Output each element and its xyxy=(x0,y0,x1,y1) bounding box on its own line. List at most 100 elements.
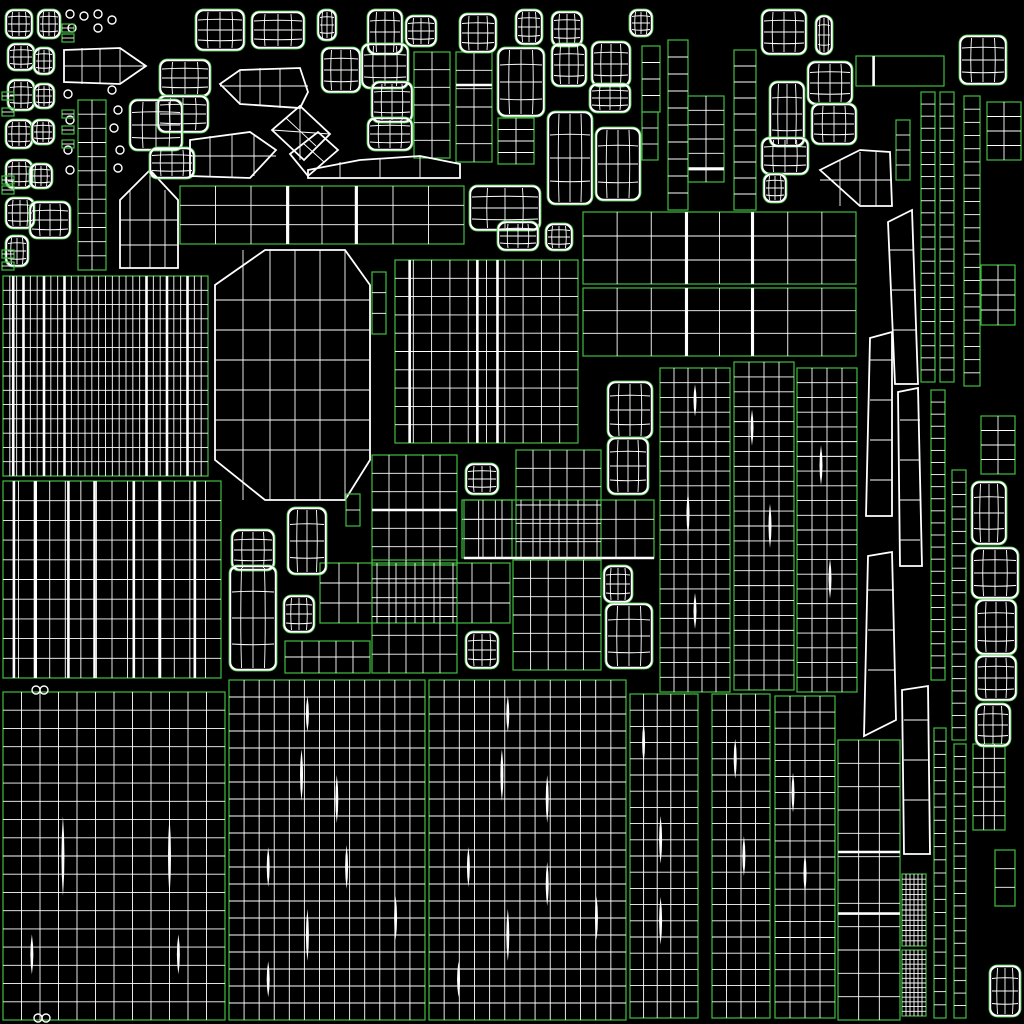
uv-edge xyxy=(161,86,209,89)
uv-island-outline xyxy=(546,110,594,206)
uv-island-outline xyxy=(974,598,1018,656)
uv-island-dot xyxy=(65,9,75,19)
uv-island xyxy=(61,109,75,119)
uv-seam xyxy=(506,696,510,732)
uv-island-outline xyxy=(514,8,544,46)
uv-edge xyxy=(1005,601,1008,653)
uv-island xyxy=(286,506,328,576)
uv-island-outline xyxy=(32,46,56,76)
uv-seam xyxy=(768,504,772,548)
uv-island-outline xyxy=(32,82,56,110)
uv-edge xyxy=(549,180,591,183)
uv-island xyxy=(463,499,655,560)
uv-edge xyxy=(535,11,537,43)
uv-island xyxy=(77,99,107,271)
uv-island xyxy=(496,46,546,118)
uv-island xyxy=(590,40,632,88)
uv-edge xyxy=(26,199,29,227)
uv-edge xyxy=(27,81,29,109)
uv-island-outline xyxy=(4,196,36,230)
uv-island-outline xyxy=(970,480,1008,546)
uv-island-outline xyxy=(628,8,654,38)
uv-edge xyxy=(646,11,648,35)
uv-island-outline xyxy=(4,234,30,268)
uv-island xyxy=(458,12,498,54)
uv-island xyxy=(602,564,634,604)
uv-edge xyxy=(844,105,847,143)
uv-island-dot xyxy=(113,163,123,173)
uv-island xyxy=(307,155,461,179)
uv-island-outline xyxy=(189,131,278,179)
uv-edge xyxy=(350,49,352,91)
uv-island-outline xyxy=(897,386,923,567)
uv-island xyxy=(194,8,246,52)
uv-seam xyxy=(594,896,598,940)
uv-edge xyxy=(131,137,181,139)
uv-island-outline xyxy=(250,10,306,50)
uv-seam xyxy=(266,961,270,998)
uv-island xyxy=(189,131,278,179)
uv-island xyxy=(667,39,689,211)
uv-edge xyxy=(522,187,524,229)
uv-island-outline xyxy=(970,546,1020,600)
uv-island-outline xyxy=(36,8,62,40)
uv-island-dot xyxy=(107,15,117,25)
uv-island xyxy=(986,101,1022,161)
uv-island-outline xyxy=(370,80,414,124)
uv-edge xyxy=(640,383,643,437)
uv-seam xyxy=(506,909,510,961)
uv-island-outline xyxy=(588,82,632,114)
uv-island xyxy=(464,630,500,670)
uv-island-outline xyxy=(604,602,654,670)
uv-edge xyxy=(553,75,585,77)
uv-island-outline xyxy=(4,234,30,268)
uv-island-outline xyxy=(550,10,584,48)
uv-island xyxy=(582,211,857,285)
uv-island-outline xyxy=(496,220,540,252)
uv-edge xyxy=(780,175,782,201)
uv-island-dot xyxy=(93,23,103,33)
uv-edge xyxy=(428,17,430,45)
uv-island xyxy=(179,185,465,245)
uv-edge xyxy=(393,11,395,53)
uv-seam xyxy=(819,445,823,486)
uv-edge xyxy=(794,11,797,53)
uv-edge xyxy=(489,465,492,493)
uv-island xyxy=(63,47,148,85)
uv-edge xyxy=(827,17,830,53)
uv-edge xyxy=(467,486,497,488)
uv-island xyxy=(28,162,54,190)
uv-island xyxy=(218,67,309,109)
uv-edge xyxy=(7,258,27,260)
uv-edge xyxy=(48,85,51,107)
uv-island-outline xyxy=(814,14,834,56)
uv-edge xyxy=(607,651,651,654)
uv-seam xyxy=(803,853,807,894)
uv-edge xyxy=(574,13,576,45)
uv-island xyxy=(606,436,650,496)
uv-island xyxy=(366,116,414,152)
uv-island-outline xyxy=(604,602,654,670)
uv-island-outline xyxy=(28,162,54,190)
uv-edge xyxy=(628,129,631,199)
uv-edge xyxy=(580,113,583,203)
uv-island xyxy=(514,8,544,46)
uv-island xyxy=(1,261,15,271)
uv-island xyxy=(404,14,438,48)
uv-island-outline xyxy=(32,82,56,110)
uv-island xyxy=(61,125,75,135)
uv-edge xyxy=(527,223,530,249)
uv-edge xyxy=(547,243,571,245)
uv-island xyxy=(953,743,967,1019)
uv-edge xyxy=(331,11,333,39)
uv-island-outline xyxy=(606,436,650,496)
uv-island xyxy=(837,739,901,1021)
uv-island xyxy=(512,559,602,671)
uv-edge xyxy=(303,143,325,163)
uv-island xyxy=(887,208,919,385)
uv-edge xyxy=(763,42,805,45)
uv-edge xyxy=(373,111,411,114)
uv-island-outline xyxy=(366,116,414,152)
uv-edge xyxy=(253,38,303,41)
uv-edge xyxy=(973,528,1005,530)
